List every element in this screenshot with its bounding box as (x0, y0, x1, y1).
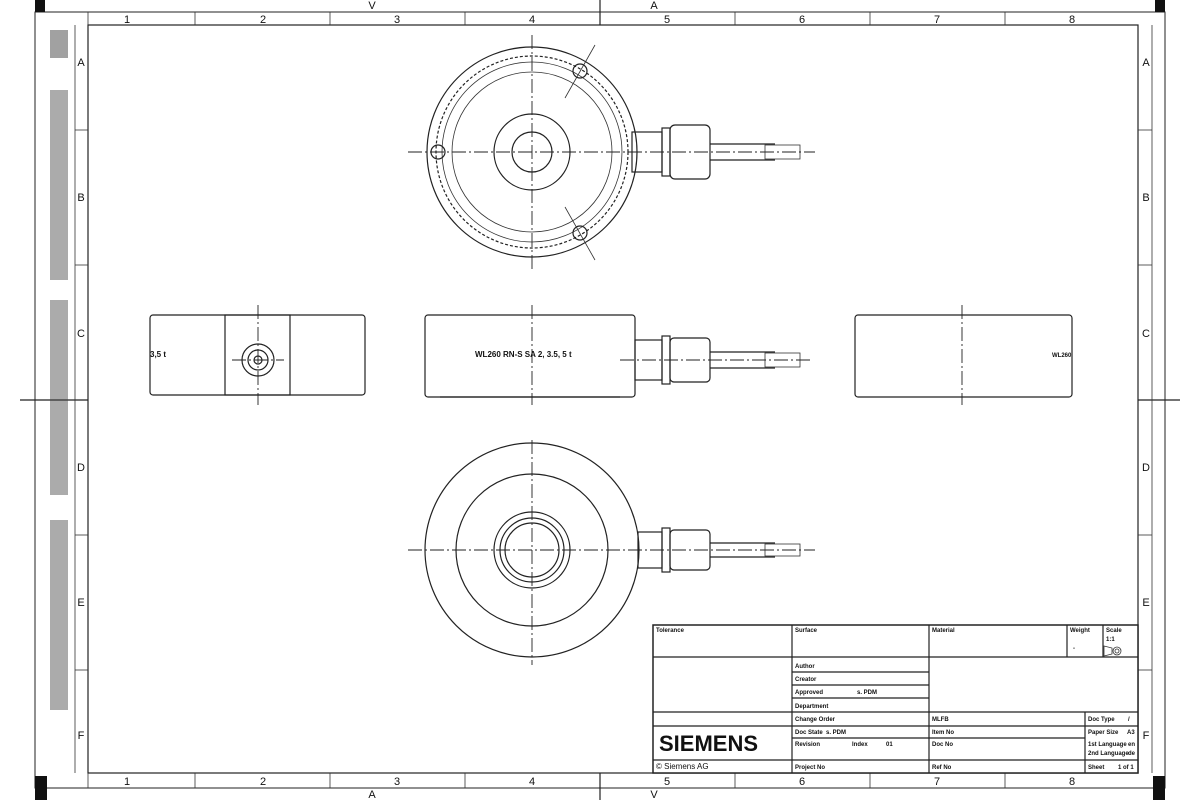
projection-symbol-icon (1103, 645, 1122, 657)
svg-text:Surface: Surface (795, 628, 818, 634)
svg-text:Creator: Creator (795, 677, 817, 683)
left-side-view: 3,5 t (149, 305, 366, 405)
svg-text:8: 8 (1069, 776, 1075, 788)
siemens-logo: SIEMENS (659, 731, 758, 756)
bottom-view (408, 440, 815, 665)
svg-text:4: 4 (529, 776, 535, 788)
svg-text:1 of 1: 1 of 1 (1118, 765, 1134, 771)
svg-text:E: E (77, 597, 84, 609)
drawing-border (87, 24, 1139, 774)
margin-notes (50, 30, 68, 710)
svg-text:A: A (368, 789, 376, 800)
right-side-view: WL260 (854, 305, 1073, 405)
svg-text:s. PDM: s. PDM (826, 730, 846, 736)
svg-text:C: C (1142, 328, 1150, 340)
svg-text:A: A (77, 57, 85, 69)
svg-text:-: - (1073, 646, 1075, 652)
svg-text:1: 1 (124, 776, 130, 788)
centering-marks (20, 0, 1180, 800)
svg-text:C: C (77, 328, 85, 340)
svg-text:01: 01 (886, 742, 893, 748)
corner-marks (35, 0, 1165, 800)
svg-text:Project No: Project No (795, 765, 825, 771)
svg-text:Approved: Approved (795, 690, 823, 696)
svg-text:1: 1 (124, 14, 130, 26)
svg-text:A: A (650, 0, 658, 12)
svg-text:Material: Material (932, 628, 955, 634)
svg-text:Tolerance: Tolerance (656, 628, 685, 634)
column-labels: 1 2 3 4 5 6 7 8 1 2 3 4 5 6 7 8 V A A V (124, 0, 1075, 800)
svg-text:F: F (1143, 730, 1150, 742)
view-label: 3,5 t (150, 350, 166, 359)
svg-text:V: V (368, 0, 376, 12)
svg-text:Doc State: Doc State (795, 730, 823, 736)
svg-text:5: 5 (664, 776, 670, 788)
svg-text:en: en (1128, 742, 1135, 748)
svg-text:1st Language: 1st Language (1088, 742, 1127, 748)
svg-text:7: 7 (934, 14, 940, 26)
svg-text:2nd Language: 2nd Language (1088, 751, 1129, 757)
svg-text:6: 6 (799, 776, 805, 788)
svg-text:Author: Author (795, 664, 815, 670)
svg-text:Scale: Scale (1106, 628, 1122, 634)
svg-text:Doc No: Doc No (932, 742, 953, 748)
svg-text:4: 4 (529, 14, 535, 26)
svg-text:D: D (1142, 462, 1150, 474)
front-view: WL260 RN-S SA 2, 3.5, 5 t (424, 305, 810, 405)
svg-text:Change Order: Change Order (795, 717, 836, 723)
copyright: © Siemens AG (656, 762, 709, 771)
svg-text:Weight: Weight (1070, 628, 1090, 634)
column-grid (74, 12, 1153, 788)
svg-text:6: 6 (799, 14, 805, 26)
svg-text:s. PDM: s. PDM (857, 690, 877, 696)
svg-text:B: B (1142, 192, 1149, 204)
svg-text:Paper Size: Paper Size (1088, 730, 1119, 736)
svg-text:3: 3 (394, 14, 400, 26)
svg-text:2: 2 (260, 14, 266, 26)
svg-text:3: 3 (394, 776, 400, 788)
view-label: WL260 RN-S SA 2, 3.5, 5 t (475, 350, 572, 359)
svg-text:2: 2 (260, 776, 266, 788)
svg-text:Ref No: Ref No (932, 765, 952, 771)
view-label: WL260 (1052, 353, 1072, 359)
svg-text:7: 7 (934, 776, 940, 788)
svg-text:1:1: 1:1 (1106, 637, 1115, 643)
svg-text:de: de (1128, 751, 1136, 757)
svg-text:5: 5 (664, 14, 670, 26)
title-block: Tolerance Surface Material Weight - Scal… (652, 624, 1139, 774)
svg-text:Revision: Revision (795, 742, 820, 748)
svg-text:D: D (77, 462, 85, 474)
svg-text:Sheet: Sheet (1088, 765, 1104, 771)
svg-text:Index: Index (852, 742, 868, 748)
svg-text:Doc Type: Doc Type (1088, 717, 1115, 723)
svg-text:A: A (1142, 57, 1150, 69)
svg-text:B: B (77, 192, 84, 204)
top-view (408, 35, 815, 270)
svg-text:8: 8 (1069, 14, 1075, 26)
svg-text:E: E (1142, 597, 1149, 609)
svg-text:Department: Department (795, 704, 828, 710)
svg-text:F: F (78, 730, 85, 742)
svg-text:MLFB: MLFB (932, 717, 949, 723)
svg-text:/: / (1128, 717, 1130, 723)
svg-text:V: V (650, 789, 658, 800)
svg-text:Item No: Item No (932, 730, 954, 736)
svg-text:A3: A3 (1127, 730, 1135, 736)
row-labels: A B C D E F A B C D E F (77, 57, 1150, 742)
